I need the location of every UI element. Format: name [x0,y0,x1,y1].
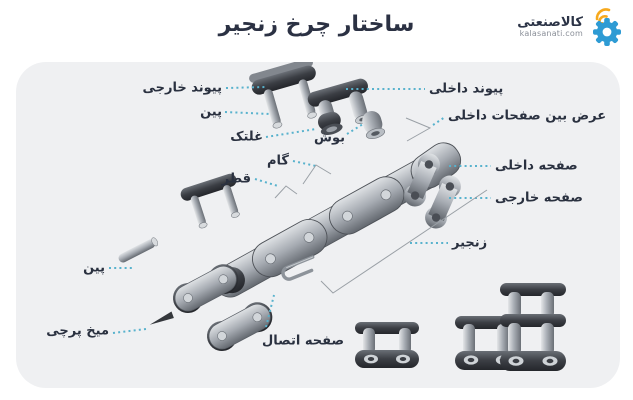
pin-part [118,237,159,263]
dotted-leaders [109,86,491,334]
leader-inner-plate-width [432,116,446,126]
label-pitch: گام [267,153,289,169]
page-title: ساختار چرخ زنجیر [218,12,415,37]
leader-pin-top [224,111,271,115]
solid-leaders [274,117,488,294]
leader-pitch [292,160,317,167]
gear-icon [591,8,621,46]
brand-logo[interactable]: کالاصنعتی kalasanati.com [517,6,627,48]
gear-body [593,18,621,46]
label-inner-plate: صفحه داخلی [495,158,578,174]
leader-connecting-plate [265,294,275,328]
link-front-duplex [500,283,566,371]
label-inner-plate-width: عرض بین صفحات داخلی [448,108,607,124]
half-link-part-1 [167,258,244,319]
bracket-diameter [274,185,298,199]
label-outer-plate: صفحه خارجی [495,190,583,206]
link-front-small [355,322,419,368]
bracket-inner-plate-width [405,117,432,142]
pointer-chain-diagonal [320,189,488,294]
label-inner-link: پیوند داخلی [429,81,504,97]
left-outer-link-part [180,173,240,229]
leader-bush [346,123,364,135]
leader-roller [265,128,317,138]
chain-diagram-illustration [109,62,566,371]
leader-rivet [112,328,147,334]
label-outer-link: پیوند خارجی [142,80,222,96]
label-pin-bottom: پین [83,260,105,276]
diagram-card: پیوند خارجی پین غلتک بوش پیوند داخلی عرض… [16,62,620,388]
label-roller: غلتک [230,129,263,145]
brand-domain: kalasanati.com [519,28,583,38]
label-diameter: قطر [221,171,251,187]
label-connecting-plate: صفحه اتصال [262,333,345,349]
bush-part [362,111,385,139]
rivet-part [149,311,174,325]
leader-diameter [254,178,279,187]
label-chain: زنجیر [452,235,488,251]
brand-name: کالاصنعتی [517,14,583,30]
label-bush: بوش [314,130,345,146]
label-rivet: میخ پرچی [46,323,109,339]
bracket-pitch [302,164,332,185]
outer-link-part [249,62,317,129]
label-pin-top: پین [200,104,222,120]
brand-text-block: کالاصنعتی kalasanati.com [517,16,583,38]
leader-outer-link [225,86,267,89]
spring-clip-part [281,255,315,281]
